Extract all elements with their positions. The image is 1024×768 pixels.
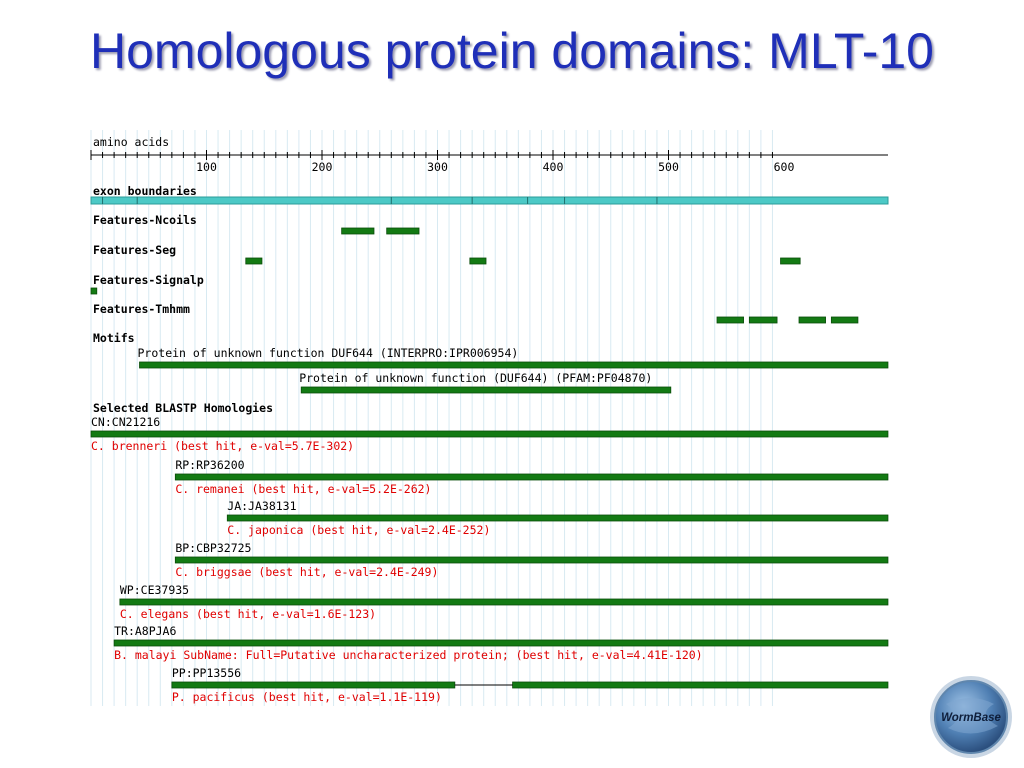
homology-description: C. japonica (best hit, e-val=2.4E-252) (227, 523, 490, 537)
homology-id: TR:A8PJA6 (114, 624, 176, 638)
grid-lines (90, 130, 773, 706)
motifs-label: Motifs (93, 331, 135, 345)
homology-description: C. elegans (best hit, e-val=1.6E-123) (120, 607, 376, 621)
homologies-label: Selected BLASTP Homologies (93, 401, 273, 415)
homology-id: JA:JA38131 (227, 499, 296, 513)
tick-label: 100 (196, 160, 217, 174)
tick-label: 500 (658, 160, 679, 174)
homology-id: PP:PP13556 (172, 666, 241, 680)
homology-bar (174, 556, 889, 564)
homology-bar (226, 514, 889, 522)
motif-name: Protein of unknown function (DUF644) (PF… (299, 371, 652, 385)
homology-bar (119, 598, 889, 606)
logo-text: WormBase (941, 712, 1001, 724)
motif-name: Protein of unknown function DUF644 (INTE… (138, 346, 519, 360)
feature-segment (386, 227, 420, 235)
feature-segment (469, 257, 487, 265)
homology-id: WP:CE37935 (120, 583, 189, 597)
homology-bar (174, 473, 889, 481)
wormbase-logo[interactable]: WormBase (928, 674, 1014, 760)
feature-segment (341, 227, 375, 235)
homology-description: C. briggsae (best hit, e-val=2.4E-249) (175, 565, 438, 579)
ruler-label: amino acids (93, 135, 169, 149)
feature-segment (245, 257, 263, 265)
homology-id: BP:CBP32725 (175, 541, 251, 555)
homology-bar (113, 639, 889, 647)
track-label: Features-Ncoils (93, 213, 197, 227)
homology-description: P. pacificus (best hit, e-val=1.1E-119) (172, 690, 442, 704)
tick-label: 300 (427, 160, 448, 174)
homology-bar (90, 430, 889, 438)
slide-title: Homologous protein domains: MLT-10 (90, 23, 934, 79)
feature-tracks: exon boundariesFeatures-NcoilsFeatures-S… (90, 184, 889, 704)
feature-segment (748, 316, 778, 324)
homology-description: C. remanei (best hit, e-val=5.2E-262) (175, 482, 431, 496)
feature-segment (830, 316, 859, 324)
tick-label: 200 (312, 160, 333, 174)
tick-label: 600 (774, 160, 795, 174)
feature-segment (716, 316, 744, 324)
motif-bar (300, 386, 672, 394)
homology-bar (512, 681, 889, 689)
track-label: Features-Seg (93, 243, 176, 257)
feature-segment (798, 316, 826, 324)
homology-bar (171, 681, 456, 689)
homology-description: B. malayi SubName: Full=Putative unchara… (114, 648, 703, 662)
homology-description: C. brenneri (best hit, e-val=5.7E-302) (91, 439, 354, 453)
amino-acid-ruler: amino acids 100 200 300 400 500 600 (90, 135, 888, 174)
track-label: Features-Tmhmm (93, 302, 190, 316)
feature-segment (780, 257, 801, 265)
homology-id: CN:CN21216 (91, 415, 160, 429)
feature-segment (90, 287, 98, 295)
track-label: Features-Signalp (93, 273, 204, 287)
tick-label: 400 (543, 160, 564, 174)
exon-track-label: exon boundaries (93, 184, 197, 198)
worm-icon (946, 698, 998, 734)
homology-id: RP:RP36200 (175, 458, 244, 472)
exon-bar (90, 196, 889, 205)
motif-bar (139, 361, 889, 369)
